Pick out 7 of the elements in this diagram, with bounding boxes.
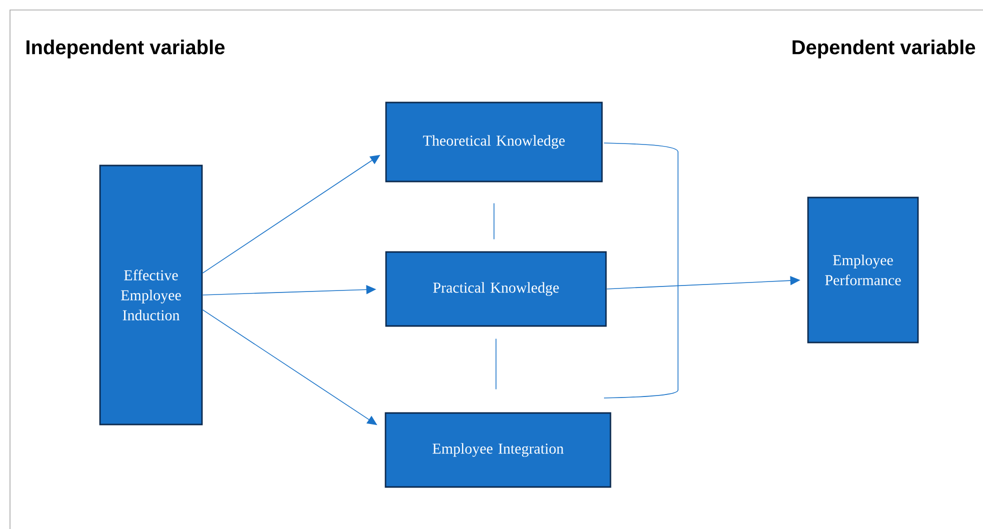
box: Effective Employee Induction (99, 164, 203, 426)
box: Practical Knowledge (385, 251, 607, 327)
box: Employee Performance (807, 196, 919, 344)
box: Theoretical Knowledge (385, 102, 603, 182)
box: Employee Integration (384, 412, 612, 488)
heading: Dependent variable (792, 40, 976, 58)
heading: Independent variable (26, 40, 225, 58)
